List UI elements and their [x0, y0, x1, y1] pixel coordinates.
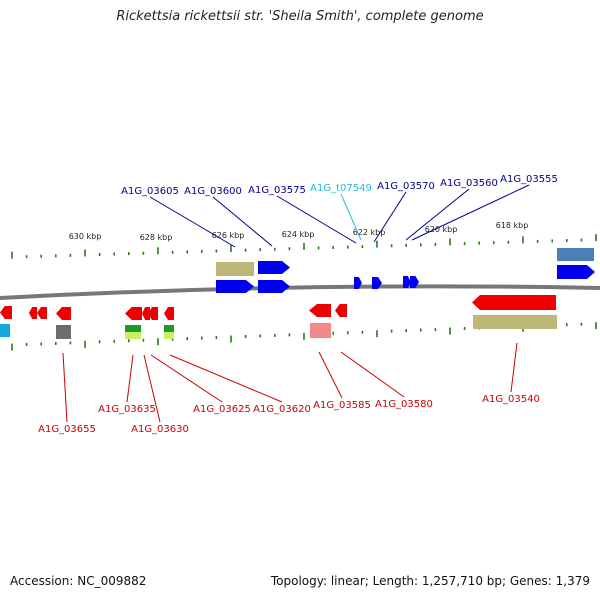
- cds-box: [164, 332, 174, 339]
- ruler-label: 626 kbp: [212, 231, 245, 240]
- reverse-gene: [164, 307, 174, 320]
- reverse-gene: [335, 304, 347, 317]
- callout-line: [126, 354, 134, 403]
- gene-label: A1G_03580: [375, 399, 433, 410]
- gene-features: [0, 248, 595, 339]
- gene-label: A1G_03655: [38, 424, 96, 435]
- callout-line: [212, 196, 273, 247]
- genome-title: Rickettsia rickettsii str. 'Sheila Smith…: [116, 9, 484, 24]
- ruler-label: 630 kbp: [69, 232, 102, 241]
- callout-line: [373, 191, 407, 243]
- reverse-gene: [29, 307, 37, 319]
- callout-line: [340, 351, 405, 398]
- callout-line: [510, 342, 518, 393]
- ruler-label: 620 kbp: [425, 225, 458, 234]
- forward-gene: [372, 277, 382, 289]
- gene-label: A1G_03635: [98, 404, 156, 415]
- reverse-gene: [148, 307, 158, 320]
- forward-gene: [354, 277, 362, 289]
- gene-label: A1G_03600: [184, 186, 242, 197]
- cds-box: [216, 262, 254, 276]
- ruler-label: 624 kbp: [282, 230, 315, 239]
- cds-box: [0, 324, 10, 337]
- reverse-gene: [309, 304, 331, 317]
- cds-box: [56, 325, 71, 339]
- ruler-label: 622 kbp: [353, 228, 386, 237]
- gene-label: A1G_03585: [313, 400, 371, 411]
- forward-gene: [557, 265, 595, 279]
- reverse-gene: [142, 307, 150, 320]
- gene-label: A1G_03605: [121, 186, 179, 197]
- gene-label: A1G_03570: [377, 181, 435, 192]
- genome-summary-text: Topology: linear; Length: 1,257,710 bp; …: [270, 574, 590, 588]
- reverse-gene: [125, 307, 142, 320]
- gene-label: A1G_03555: [500, 174, 558, 185]
- gene-label: A1G_03575: [248, 185, 306, 196]
- forward-gene: [258, 261, 290, 274]
- cds-box: [125, 325, 141, 332]
- reverse-gene: [56, 307, 71, 320]
- callout-line: [276, 195, 357, 244]
- callout-line: [169, 354, 283, 403]
- gene-label: A1G_03620: [253, 404, 311, 415]
- cds-box: [557, 248, 594, 261]
- ruler-top-ticks: [11, 234, 597, 259]
- gene-label: A1G_03625: [193, 404, 251, 415]
- forward-gene: [403, 276, 411, 288]
- cds-box: [164, 325, 174, 332]
- ruler-labels: 630 kbp 628 kbp 626 kbp 624 kbp 622 kbp 620 k…: [69, 221, 529, 242]
- callout-line: [411, 184, 530, 241]
- callout-line: [150, 354, 223, 403]
- reverse-gene: [472, 295, 556, 310]
- callout-line: [405, 188, 470, 241]
- callout-line: [149, 196, 236, 248]
- gene-label: A1G_03560: [440, 178, 498, 189]
- cds-box: [473, 315, 557, 329]
- forward-gene: [216, 280, 254, 293]
- callout-line: [143, 354, 161, 423]
- ruler-label: 618 kbp: [496, 221, 529, 230]
- forward-gene: [258, 280, 290, 293]
- reverse-gene: [0, 306, 12, 319]
- cds-box: [310, 323, 331, 338]
- gene-label: A1G_03540: [482, 394, 540, 405]
- callout-line: [62, 352, 68, 423]
- accession-text: Accession: NC_009882: [10, 574, 147, 588]
- gene-label: A1G_03630: [131, 424, 189, 435]
- callout-line: [318, 351, 343, 399]
- reverse-gene: [37, 307, 47, 319]
- callout-line: [340, 193, 362, 241]
- forward-gene: [410, 276, 419, 288]
- gene-label: A1G_t07549: [310, 183, 372, 194]
- genome-backbone: [0, 284, 600, 300]
- ruler-label: 628 kbp: [140, 233, 173, 242]
- cds-box: [125, 332, 141, 339]
